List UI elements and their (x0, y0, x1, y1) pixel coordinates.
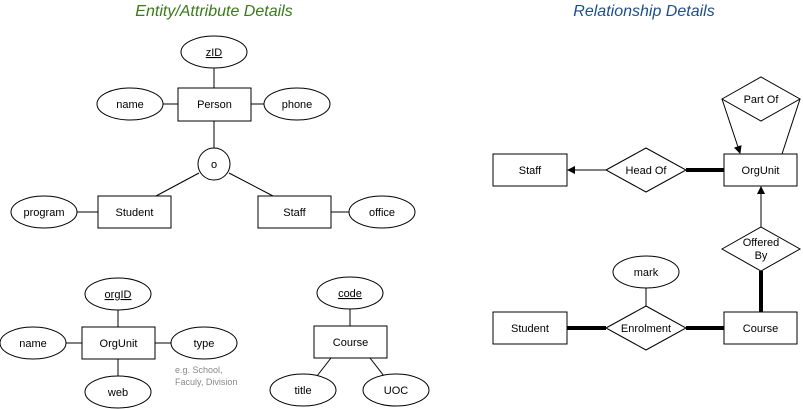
attribute-orgunit-name[interactable]: name (0, 326, 67, 360)
attribute-type[interactable]: type (170, 326, 238, 360)
connector-partof-orgunit (781, 98, 801, 155)
relationship-enrolment-label: Enrolment (621, 323, 671, 335)
relationship-offered-by-label-line1: Offered (743, 237, 780, 249)
entity-staff-left-label: Staff (283, 207, 306, 219)
attribute-program-label: program (24, 207, 65, 219)
entity-staff-right[interactable]: Staff (492, 153, 568, 187)
attribute-orgunit-name-label: name (19, 338, 47, 350)
relationship-part-of[interactable]: Part Of (720, 76, 802, 122)
attribute-program[interactable]: program (10, 195, 78, 229)
entity-course-right-label: Course (743, 323, 778, 335)
entity-student-left-label: Student (116, 207, 154, 219)
person-group: zID Person name phone o Student program (10, 35, 416, 229)
relationship-head-of[interactable]: Head Of (604, 147, 688, 193)
subclass-symbol: o (211, 159, 217, 171)
course-group: code Course title UOC (269, 276, 430, 407)
relationship-part-of-label: Part Of (744, 94, 780, 106)
connector-course-uoc (369, 357, 385, 377)
relationship-offered-by-label-line2: By (755, 250, 768, 262)
attribute-phone[interactable]: phone (263, 87, 331, 121)
relationship-head-of-label: Head Of (626, 165, 668, 177)
attribute-web[interactable]: web (84, 375, 152, 409)
relationship-enrolment[interactable]: Enrolment (604, 305, 688, 351)
attribute-zid[interactable]: zID (180, 35, 248, 69)
entity-staff-right-label: Staff (519, 165, 542, 177)
attribute-phone-label: phone (282, 99, 313, 111)
attribute-code[interactable]: code (316, 276, 384, 310)
attribute-uoc-label: UOC (384, 385, 409, 397)
entity-orgunit-left[interactable]: OrgUnit (81, 326, 156, 360)
attribute-office-label: office (369, 207, 395, 219)
entity-person-label: Person (197, 99, 232, 111)
subclass-overlap-circle[interactable]: o (197, 147, 231, 181)
attribute-orgid[interactable]: orgID (84, 277, 152, 311)
attribute-title[interactable]: title (269, 373, 337, 407)
connector-subclass-student (155, 172, 200, 197)
entity-course-left[interactable]: Course (313, 325, 388, 359)
attribute-person-name[interactable]: name (96, 87, 164, 121)
entity-staff-left[interactable]: Staff (257, 195, 332, 229)
attribute-mark[interactable]: mark (612, 255, 680, 289)
attribute-type-label: type (194, 338, 215, 350)
attribute-person-name-label: name (116, 99, 144, 111)
entity-course-left-label: Course (333, 337, 368, 349)
entity-person[interactable]: Person (177, 87, 252, 122)
orgunit-group: orgID OrgUnit name type web e.g. School,… (0, 277, 238, 409)
relationship-offered-by[interactable]: Offered By (720, 226, 802, 272)
relationship-group: Staff Head Of OrgUnit Part Of Offered By… (492, 76, 802, 351)
attribute-web-label: web (107, 387, 128, 399)
attribute-title-label: title (294, 385, 311, 397)
type-note-line2: Faculy, Division (175, 377, 237, 387)
connector-subclass-staff (228, 172, 274, 197)
connector-course-title (316, 357, 332, 377)
connector-partof-orgunit-arrow (721, 98, 742, 154)
attribute-office[interactable]: office (348, 195, 416, 229)
attribute-mark-label: mark (634, 267, 659, 279)
entity-student-left[interactable]: Student (97, 195, 172, 229)
entity-course-right[interactable]: Course (723, 311, 798, 345)
attribute-zid-label: zID (206, 47, 223, 59)
attribute-code-label: code (338, 288, 362, 300)
entity-orgunit-right[interactable]: OrgUnit (723, 153, 798, 187)
entity-student-right[interactable]: Student (492, 311, 568, 345)
entity-orgunit-left-label: OrgUnit (100, 338, 138, 350)
entity-orgunit-right-label: OrgUnit (742, 165, 780, 177)
left-section-title: Entity/Attribute Details (135, 3, 292, 20)
attribute-uoc[interactable]: UOC (362, 373, 430, 407)
entity-student-right-label: Student (511, 323, 549, 335)
type-note-line1: e.g. School, (175, 365, 223, 375)
right-section-title: Relationship Details (573, 3, 714, 20)
attribute-orgid-label: orgID (105, 289, 132, 301)
